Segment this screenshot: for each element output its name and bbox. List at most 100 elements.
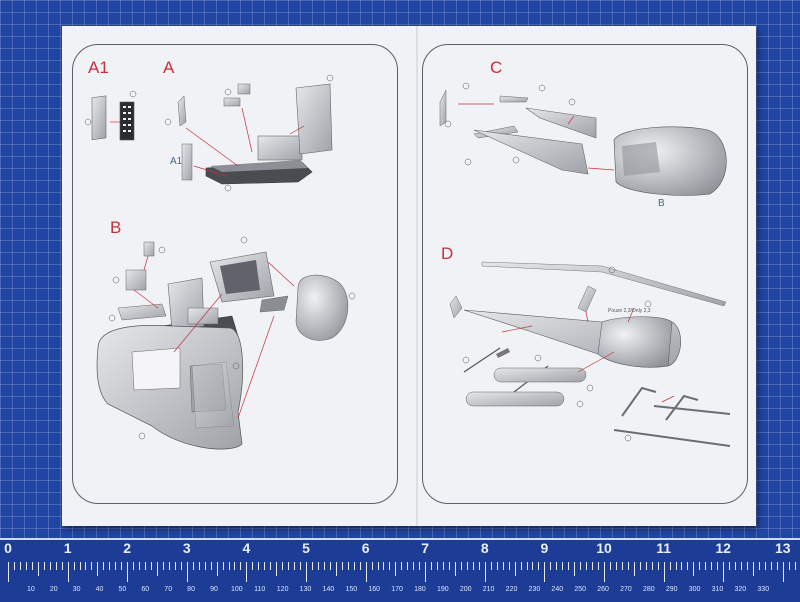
ruler-minor-label: 90 xyxy=(210,586,218,593)
ruler-major-label: 6 xyxy=(361,540,370,556)
right-page-frame xyxy=(422,44,748,504)
ruler-tick xyxy=(365,562,367,582)
ruler-tick xyxy=(282,562,284,570)
ruler-tick xyxy=(13,562,15,570)
ruler-tick xyxy=(532,562,534,570)
ruler-tick xyxy=(31,562,33,570)
ruler-tick xyxy=(735,562,737,570)
ruler-minor-label: 70 xyxy=(164,586,173,593)
ruler-minor-label: 240 xyxy=(551,586,564,593)
ruler-tick xyxy=(621,562,623,570)
ruler-minor-label: 280 xyxy=(642,586,655,593)
ruler-minor-label: 50 xyxy=(118,586,127,593)
part-a1-label: A1 xyxy=(170,156,183,167)
ruler-tick xyxy=(681,562,683,570)
ruler-tick xyxy=(598,562,600,570)
ruler-tick xyxy=(258,562,260,570)
ruler-tick xyxy=(168,562,170,570)
step-a-drawing xyxy=(164,74,334,192)
ruler-tick xyxy=(520,562,522,570)
ruler-tick xyxy=(574,562,576,576)
ruler-tick xyxy=(663,562,665,582)
ruler-tick xyxy=(449,562,451,570)
ruler-tick xyxy=(127,562,129,582)
step-b-drawing xyxy=(96,236,356,450)
ruler-tick xyxy=(514,562,516,576)
ruler-tick xyxy=(67,562,69,582)
ruler-tick xyxy=(264,562,266,570)
ruler-minor-label: 220 xyxy=(505,586,518,593)
ruler-major-label: 10 xyxy=(596,540,612,556)
ruler-tick xyxy=(580,562,582,570)
step-a1-drawing xyxy=(84,90,137,141)
ruler-tick xyxy=(79,562,81,570)
ruler-minor-label: 20 xyxy=(49,586,58,593)
ruler-minor-label: 100 xyxy=(231,586,243,593)
ruler-minor-label: 150 xyxy=(345,586,358,593)
ruler-tick xyxy=(19,562,21,570)
ruler-tick xyxy=(145,562,147,570)
ruler-tick xyxy=(484,562,486,582)
only-2-3-note: Pouze 2,3/Only 2,3 xyxy=(608,308,651,314)
ruler-tick xyxy=(246,562,248,582)
ruler-minor-label: 120 xyxy=(276,586,289,593)
ruler-tick xyxy=(252,562,254,570)
ruler-tick xyxy=(419,562,421,570)
ruler-tick xyxy=(97,562,99,576)
ruler-major-label: 12 xyxy=(715,540,731,556)
ruler-tick xyxy=(609,562,611,570)
ruler-tick xyxy=(741,562,743,570)
ruler-tick xyxy=(687,562,689,570)
ruler-minor-label: 140 xyxy=(322,586,335,593)
ruler-tick xyxy=(466,562,468,570)
ruler-tick xyxy=(389,562,391,570)
part-b-label: B xyxy=(658,198,665,209)
ruler-minor-label: 110 xyxy=(254,586,266,593)
ruler-tick xyxy=(341,562,343,570)
ruler-minor-label: 250 xyxy=(574,586,586,593)
ruler-minor-label: 210 xyxy=(482,586,495,593)
ruler-tick xyxy=(228,562,230,570)
ruler-tick xyxy=(210,562,212,570)
ruler-tick xyxy=(377,562,379,570)
fold-line xyxy=(416,26,418,526)
ruler-tick xyxy=(37,562,39,576)
step-a-label: A xyxy=(163,58,175,77)
ruler-tick xyxy=(550,562,552,570)
ruler-tick xyxy=(478,562,480,570)
ruler-tick xyxy=(639,562,641,570)
step-c-drawing xyxy=(439,82,727,196)
ruler-minor-label: 80 xyxy=(187,586,195,593)
ruler-tick xyxy=(157,562,158,576)
ruler-tick xyxy=(770,562,772,570)
ruler-tick xyxy=(490,562,492,570)
ruler-tick xyxy=(788,562,790,570)
ruler-tick xyxy=(234,562,236,570)
ruler-minor-label: 40 xyxy=(95,586,104,593)
step-d-label: D xyxy=(441,244,454,263)
ruler-major-label: 9 xyxy=(540,540,549,556)
ruler-minor-label: 230 xyxy=(528,586,541,593)
ruler-tick xyxy=(383,562,385,570)
ruler-tick xyxy=(162,562,164,570)
ruler-tick xyxy=(192,562,194,570)
ruler-tick xyxy=(753,562,754,576)
ruler-tick xyxy=(198,562,200,570)
ruler-tick xyxy=(270,562,272,570)
ruler-tick xyxy=(538,562,540,570)
ruler-tick xyxy=(73,562,75,570)
ruler-major-label: 1 xyxy=(63,540,72,556)
ruler-tick xyxy=(693,562,695,576)
ruler-tick xyxy=(425,562,427,582)
ruler-minor-label: 10 xyxy=(26,586,35,593)
ruler-major-label: 5 xyxy=(302,540,310,556)
ruler-tick xyxy=(568,562,570,570)
ruler-tick xyxy=(508,562,510,570)
ruler-tick xyxy=(764,562,766,570)
ruler-tick xyxy=(794,562,796,570)
ruler-tick xyxy=(669,562,671,570)
ruler-tick xyxy=(359,562,361,570)
ruler-tick xyxy=(311,562,313,570)
ruler-tick xyxy=(329,562,331,570)
